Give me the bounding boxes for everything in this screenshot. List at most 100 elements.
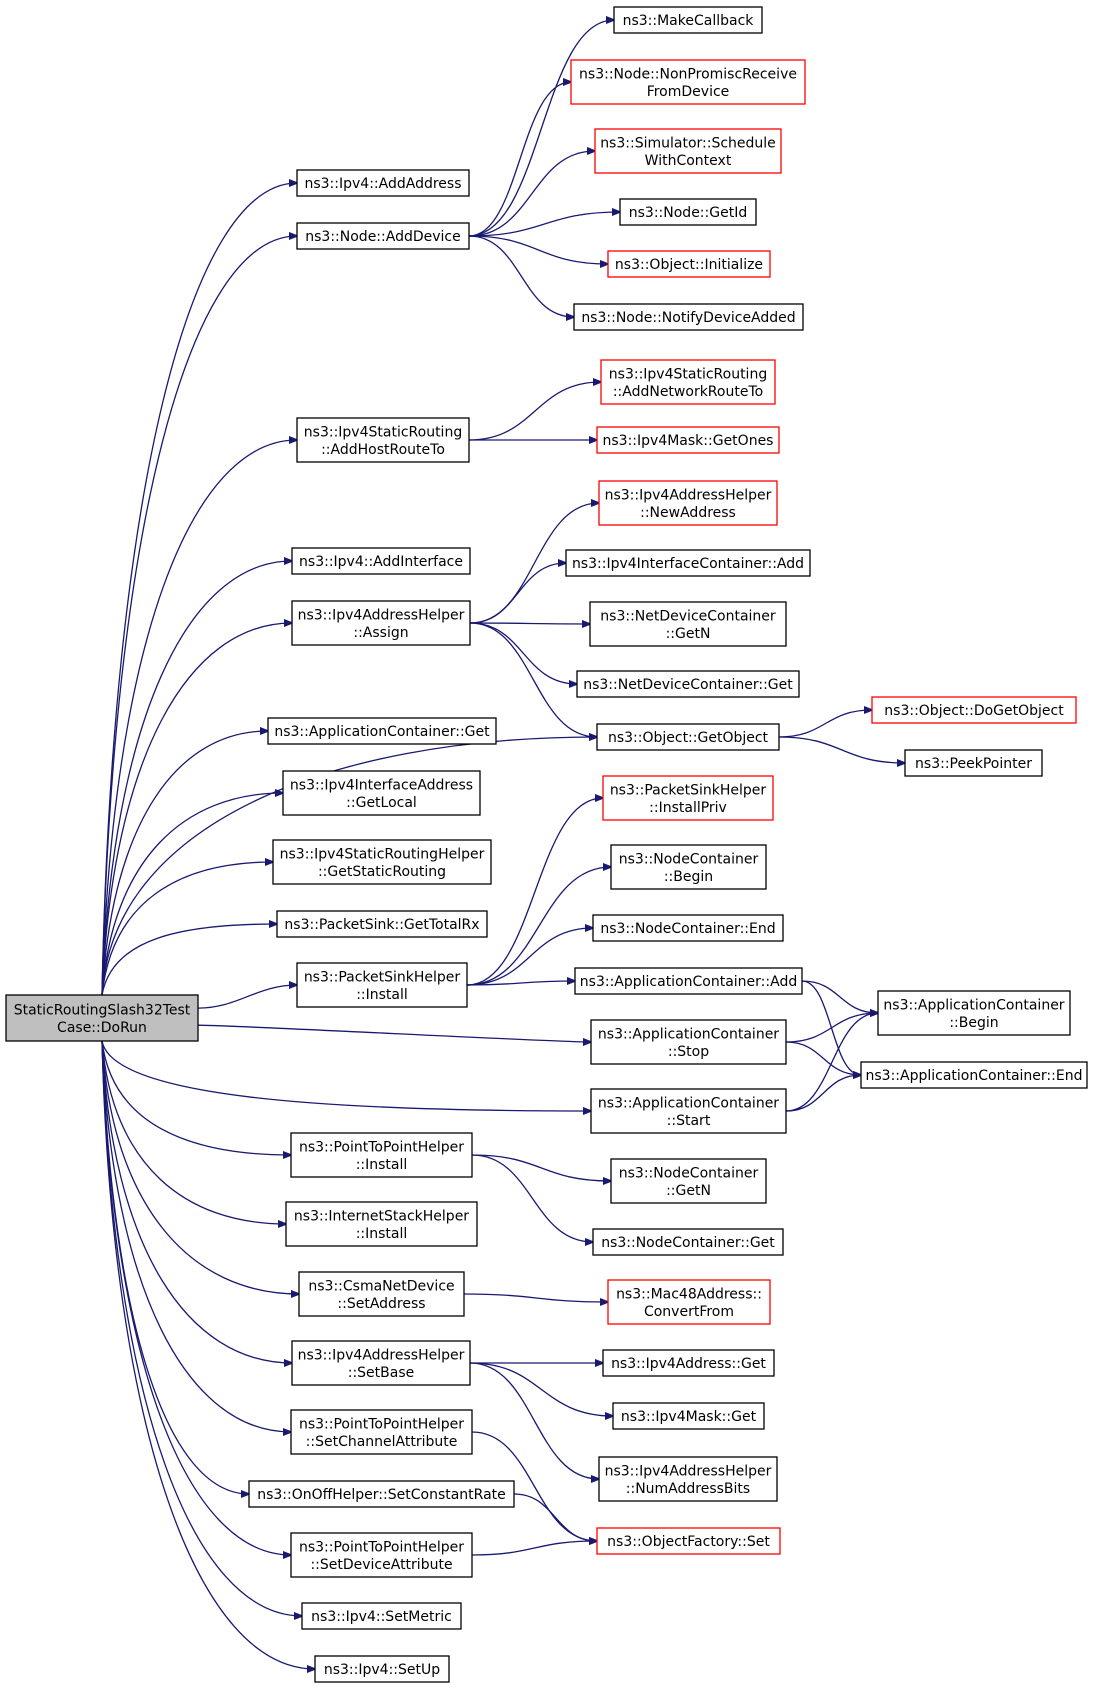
edge-root-to-packetsink-gettotalrx <box>101 924 277 996</box>
node-packetsink-gettotalrx[interactable]: ns3::PacketSink::GetTotalRx <box>276 910 488 938</box>
node-makecallback[interactable]: ns3::MakeCallback <box>613 6 763 34</box>
node-appcont-start[interactable]: ns3::ApplicationContainer::Start <box>590 1088 787 1134</box>
node-objfactory-set[interactable]: ns3::ObjectFactory::Set <box>596 1527 781 1555</box>
node-mask-get[interactable]: ns3::Ipv4Mask::Get <box>612 1402 765 1430</box>
edge-appcont-add-to-appcont-begin <box>801 980 878 1013</box>
node-p2p-setchannel[interactable]: ns3::PointToPointHelper::SetChannelAttri… <box>290 1409 473 1455</box>
node-ipv4-setup[interactable]: ns3::Ipv4::SetUp <box>314 1655 450 1683</box>
node-appcont-begin[interactable]: ns3::ApplicationContainer::Begin <box>877 990 1071 1036</box>
node-sinkhelper-installpriv[interactable]: ns3::PacketSinkHelper::InstallPriv <box>602 775 774 821</box>
edge-root-to-appcont-start <box>101 1040 591 1111</box>
node-stack-install[interactable]: ns3::InternetStackHelper::Install <box>285 1201 478 1247</box>
node-label: StaticRoutingSlash32Test <box>14 1002 191 1018</box>
node-label: ns3::PacketSinkHelper <box>304 969 461 985</box>
node-box <box>570 59 806 105</box>
node-object-dogetobject[interactable]: ns3::Object::DoGetObject <box>871 696 1077 724</box>
node-p2p-install[interactable]: ns3::PointToPointHelper::Install <box>290 1132 473 1178</box>
node-box <box>598 480 778 526</box>
node-peekpointer[interactable]: ns3::PeekPointer <box>904 749 1043 777</box>
node-sinkhelper-install[interactable]: ns3::PacketSinkHelper::Install <box>296 962 468 1008</box>
node-staticrouting-addnetwork[interactable]: ns3::Ipv4StaticRouting::AddNetworkRouteT… <box>600 359 776 405</box>
node-label: ns3::NetDeviceContainer <box>600 608 776 624</box>
node-label: ::Install <box>356 987 408 1003</box>
node-label: ns3::Ipv4StaticRoutingHelper <box>280 846 485 862</box>
node-box <box>592 914 784 942</box>
node-ifacecont-add[interactable]: ns3::Ipv4InterfaceContainer::Add <box>565 549 811 577</box>
node-ifaceaddr-getlocal[interactable]: ns3::Ipv4InterfaceAddress::GetLocal <box>282 770 481 816</box>
node-box <box>291 547 471 575</box>
node-label: ::GetN <box>666 626 711 642</box>
node-ipv4-addaddress[interactable]: ns3::Ipv4::AddAddress <box>296 169 470 197</box>
edge-root-to-ipv4-setup <box>101 1040 315 1669</box>
node-object-getobject[interactable]: ns3::Object::GetObject <box>596 723 780 751</box>
nodes-layer: StaticRoutingSlash32TestCase::DoRunns3::… <box>5 6 1088 1683</box>
node-node-notify[interactable]: ns3::Node::NotifyDeviceAdded <box>573 303 804 331</box>
edge-addrhelper-setbase-to-addrhelper-numbits <box>469 1362 599 1479</box>
node-ipv4-setmetric[interactable]: ns3::Ipv4::SetMetric <box>301 1602 462 1630</box>
edge-node-adddevice-to-node-nonpromisc <box>468 82 571 237</box>
node-label: ns3::Ipv4::AddAddress <box>304 176 461 192</box>
node-label: ::Install <box>356 1157 408 1173</box>
node-addrhelper-assign[interactable]: ns3::Ipv4AddressHelper::Assign <box>291 600 471 646</box>
node-mask-getones[interactable]: ns3::Ipv4Mask::GetOnes <box>596 426 780 454</box>
edge-root-to-appcont-get <box>101 731 268 996</box>
node-p2p-setdevice[interactable]: ns3::PointToPointHelper::SetDeviceAttrib… <box>290 1532 473 1578</box>
node-appcont-get[interactable]: ns3::ApplicationContainer::Get <box>267 717 497 745</box>
node-label: ns3::NodeContainer <box>619 1165 759 1181</box>
node-label: ns3::ObjectFactory::Set <box>607 1534 770 1550</box>
node-label: ns3::Object::DoGetObject <box>884 703 1064 719</box>
node-nodecont-end[interactable]: ns3::NodeContainer::End <box>592 914 784 942</box>
node-label: ns3::ApplicationContainer::End <box>866 1068 1083 1084</box>
node-box <box>619 198 757 226</box>
node-label: ns3::ApplicationContainer <box>883 997 1064 1013</box>
node-label: ::Assign <box>353 625 408 641</box>
node-label: WithContext <box>645 153 732 169</box>
node-object-initialize[interactable]: ns3::Object::Initialize <box>607 250 771 278</box>
edge-sinkhelper-install-to-appcont-add <box>466 981 575 986</box>
node-box <box>602 1349 775 1377</box>
node-box <box>590 1019 787 1065</box>
edge-appcont-start-to-appcont-end <box>785 1075 861 1112</box>
node-nodecont-getn[interactable]: ns3::NodeContainer::GetN <box>610 1158 767 1204</box>
node-appcont-stop[interactable]: ns3::ApplicationContainer::Stop <box>590 1019 787 1065</box>
node-onoff-setrate[interactable]: ns3::OnOffHelper::SetConstantRate <box>248 1480 515 1508</box>
node-label: ns3::Node::NonPromiscReceive <box>579 66 797 82</box>
edge-appcont-start-to-appcont-begin <box>785 1013 878 1112</box>
node-box <box>290 1132 473 1178</box>
node-ipv4-addinterface[interactable]: ns3::Ipv4::AddInterface <box>291 547 471 575</box>
node-label: ns3::Ipv4::SetMetric <box>311 1609 452 1625</box>
node-nodecont-get[interactable]: ns3::NodeContainer::Get <box>592 1228 784 1256</box>
edge-onoff-setrate-to-objfactory-set <box>513 1493 597 1541</box>
node-node-getid[interactable]: ns3::Node::GetId <box>619 198 757 226</box>
node-appcont-add[interactable]: ns3::ApplicationContainer::Add <box>574 967 803 995</box>
node-appcont-end[interactable]: ns3::ApplicationContainer::End <box>860 1061 1088 1089</box>
node-staticrouting-addhost[interactable]: ns3::Ipv4StaticRouting::AddHostRouteTo <box>296 417 470 463</box>
node-label: ns3::Ipv4Mask::GetOnes <box>603 433 774 449</box>
node-ndcont-getn[interactable]: ns3::NetDeviceContainer::GetN <box>589 601 787 647</box>
edge-node-adddevice-to-makecallback <box>468 20 614 237</box>
node-box <box>296 222 470 250</box>
node-addrhelper-newaddress[interactable]: ns3::Ipv4AddressHelper::NewAddress <box>598 480 778 526</box>
node-box <box>904 749 1043 777</box>
node-label: ns3::Node::GetId <box>629 205 747 221</box>
node-nodecont-begin[interactable]: ns3::NodeContainer::Begin <box>610 844 767 890</box>
node-box <box>612 1402 765 1430</box>
node-csma-setaddress[interactable]: ns3::CsmaNetDevice::SetAddress <box>298 1271 465 1317</box>
node-label: ns3::PacketSink::GetTotalRx <box>284 917 479 933</box>
node-addrhelper-numbits[interactable]: ns3::Ipv4AddressHelper::NumAddressBits <box>598 1456 778 1502</box>
edge-root-to-ipv4-addaddress <box>101 183 297 996</box>
edge-root-to-srhelper-getstatic <box>101 862 273 996</box>
node-label: ConvertFrom <box>644 1304 734 1320</box>
node-label: ::NumAddressBits <box>626 1481 750 1497</box>
node-ndcont-get[interactable]: ns3::NetDeviceContainer::Get <box>576 670 800 698</box>
node-label: ns3::MakeCallback <box>623 13 755 29</box>
node-srhelper-getstatic[interactable]: ns3::Ipv4StaticRoutingHelper::GetStaticR… <box>272 839 492 885</box>
node-mac48-convertfrom[interactable]: ns3::Mac48Address::ConvertFrom <box>607 1279 771 1325</box>
node-node-adddevice[interactable]: ns3::Node::AddDevice <box>296 222 470 250</box>
node-ipv4address-get[interactable]: ns3::Ipv4Address::Get <box>602 1349 775 1377</box>
node-addrhelper-setbase[interactable]: ns3::Ipv4AddressHelper::SetBase <box>291 1340 471 1386</box>
